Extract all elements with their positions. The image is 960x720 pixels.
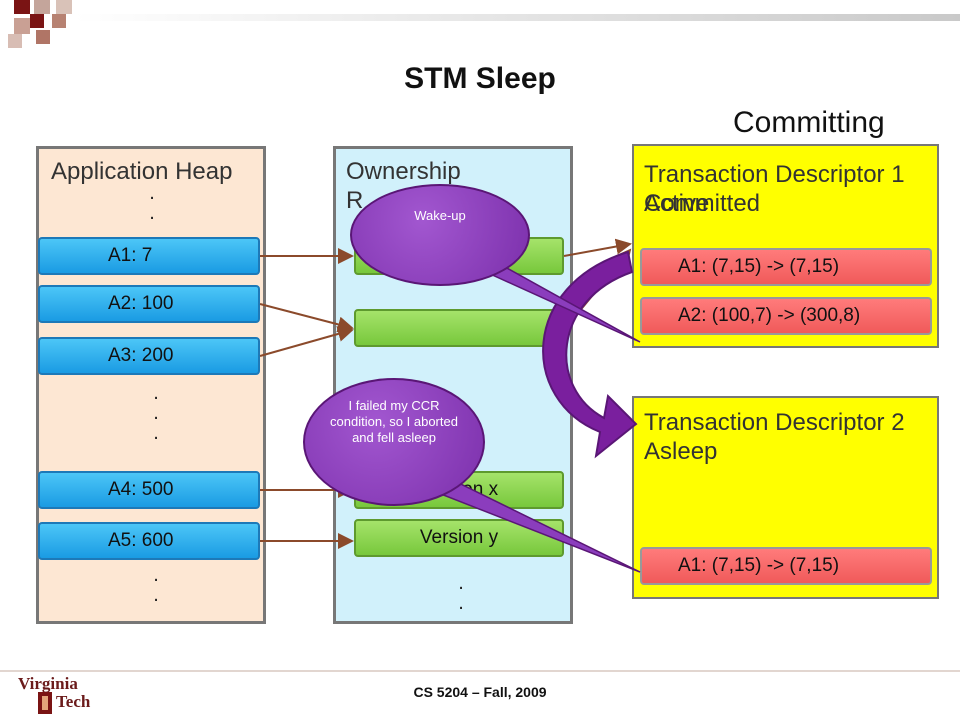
wakeup-text: Wake-up (414, 208, 466, 223)
heap-cell-a5: A5: 600 (38, 522, 260, 560)
footer-divider (0, 670, 960, 672)
failed-speech-bubble: I failed my CCR condition, so I aborted … (303, 378, 485, 506)
corner-decoration (0, 0, 960, 60)
heap-cell-a4: A4: 500 (38, 471, 260, 509)
td2-title: Transaction Descriptor 2 (644, 409, 905, 436)
heap-cell-a3: A3: 200 (38, 337, 260, 375)
footer-text: CS 5204 – Fall, 2009 (413, 684, 547, 700)
failed-text: I failed my CCR condition, so I aborted … (330, 398, 458, 445)
virginia-tech-logo: Virginia Tech (18, 672, 128, 718)
td1-title: Transaction Descriptor 1 (644, 161, 905, 188)
heap-dots-top: .. (149, 182, 155, 224)
heap-title: Application Heap (51, 158, 233, 185)
wakeup-speech-bubble: Wake-up (350, 184, 530, 286)
td2-entry-a1: A1: (7,15) -> (7,15) (640, 547, 932, 585)
td1-entry-a1: A1: (7,15) -> (7,15) (640, 248, 932, 286)
arrow-a2-to-record (259, 303, 354, 333)
arrow-record-to-td1 (563, 238, 632, 257)
arrow-a3-to-record (259, 326, 354, 357)
heap-dots-bottom: .. (153, 564, 159, 606)
slide-title: STM Sleep (404, 62, 556, 95)
heap-cell-a1: A1: 7 (38, 237, 260, 275)
heap-dots-middle: ... (153, 382, 159, 444)
td1-status-old: Active (644, 190, 710, 217)
td2-status: Asleep (644, 438, 718, 465)
heap-cell-a2: A2: 100 (38, 285, 260, 323)
committing-heading: Committing (733, 106, 885, 139)
ownership-dots: .. (458, 572, 464, 614)
wakeup-curved-arrow (542, 250, 638, 459)
td1-entry-a2: A2: (100,7) -> (300,8) (640, 297, 932, 335)
td1-status-committed: Committed (644, 190, 761, 217)
